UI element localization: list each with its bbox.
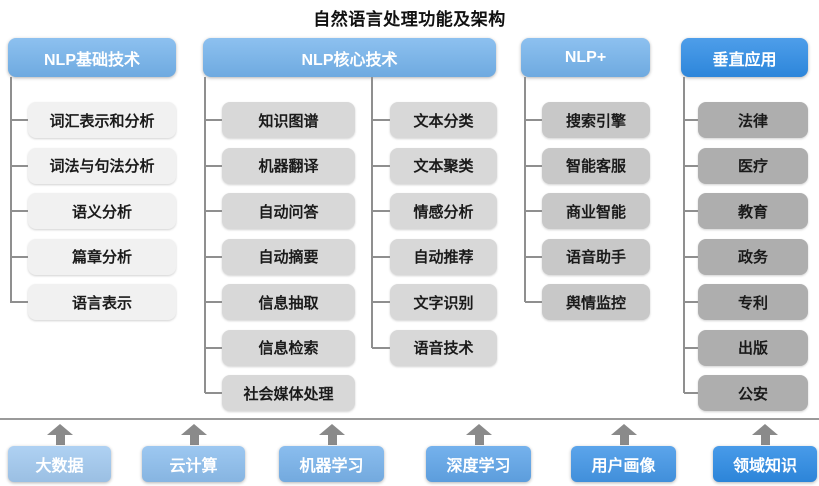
separator-line	[0, 418, 819, 420]
column-nlp-basic: 词汇表示和分析 词法与句法分析 语义分析 篇章分析 语言表示	[10, 102, 176, 320]
column-nlp-core-right: 文本分类 文本聚类 情感分析 自动推荐 文字识别 语音技术	[372, 102, 497, 366]
tree-node: 搜索引擎	[525, 102, 650, 138]
foundation-box-deep-learning: 深度学习	[426, 446, 531, 482]
column-vertical-apps: 法律 医疗 教育 政务 专利 出版 公安	[684, 102, 808, 411]
diagram-title: 自然语言处理功能及架构	[313, 10, 506, 29]
tree-node: 篇章分析	[10, 238, 176, 275]
tree-node: 医疗	[684, 147, 808, 184]
tree-node: 公安	[684, 375, 808, 411]
foundation-box-machine-learning: 机器学习	[279, 446, 384, 482]
tree-node: 政务	[684, 238, 808, 275]
tree-node: 信息抽取	[205, 284, 355, 320]
tree-node: 自动摘要	[205, 238, 355, 275]
up-arrow-icon	[47, 424, 73, 445]
tree-node: 语义分析	[10, 193, 176, 229]
up-arrow-icon	[181, 424, 207, 445]
column-nlp-core-left: 知识图谱 机器翻译 自动问答 自动摘要 信息抽取 信息检索 社会媒体处理	[205, 102, 355, 411]
tree-node: 语音技术	[372, 329, 497, 366]
connector-line	[524, 77, 526, 302]
connector-line	[10, 77, 12, 302]
tree-node: 信息检索	[205, 329, 355, 366]
up-arrow-icon	[319, 424, 345, 445]
tree-node: 教育	[684, 193, 808, 229]
foundation-box-user-profile: 用户画像	[571, 446, 676, 482]
tree-node: 商业智能	[525, 193, 650, 229]
tree-node: 社会媒体处理	[205, 375, 355, 411]
tree-node: 词法与句法分析	[10, 147, 176, 184]
column-nlp-plus: 搜索引擎 智能客服 商业智能 语音助手 舆情监控	[525, 102, 650, 320]
connector-line	[371, 77, 373, 348]
tree-node: 自动问答	[205, 193, 355, 229]
tree-node: 文本聚类	[372, 147, 497, 184]
tree-node: 词汇表示和分析	[10, 102, 176, 138]
column-header-nlp-core: NLP核心技术	[203, 38, 496, 77]
tree-node: 舆情监控	[525, 284, 650, 320]
up-arrow-icon	[466, 424, 492, 445]
tree-node: 自动推荐	[372, 238, 497, 275]
column-header-nlp-basic: NLP基础技术	[8, 38, 176, 77]
column-header-nlp-plus: NLP+	[521, 38, 650, 77]
tree-node: 机器翻译	[205, 147, 355, 184]
tree-node: 知识图谱	[205, 102, 355, 138]
connector-line	[683, 77, 685, 393]
tree-node: 文本分类	[372, 102, 497, 138]
tree-node: 语音助手	[525, 238, 650, 275]
column-header-vertical-apps: 垂直应用	[681, 38, 808, 77]
tree-node: 专利	[684, 284, 808, 320]
up-arrow-icon	[752, 424, 778, 445]
tree-node: 智能客服	[525, 147, 650, 184]
foundation-box-cloud-computing: 云计算	[142, 446, 245, 482]
foundation-box-big-data: 大数据	[8, 446, 111, 482]
tree-node: 文字识别	[372, 284, 497, 320]
foundation-box-domain-knowledge: 领域知识	[713, 446, 817, 482]
tree-node: 出版	[684, 329, 808, 366]
up-arrow-icon	[611, 424, 637, 445]
connector-line	[204, 77, 206, 393]
tree-node: 情感分析	[372, 193, 497, 229]
tree-node: 语言表示	[10, 284, 176, 320]
tree-node: 法律	[684, 102, 808, 138]
